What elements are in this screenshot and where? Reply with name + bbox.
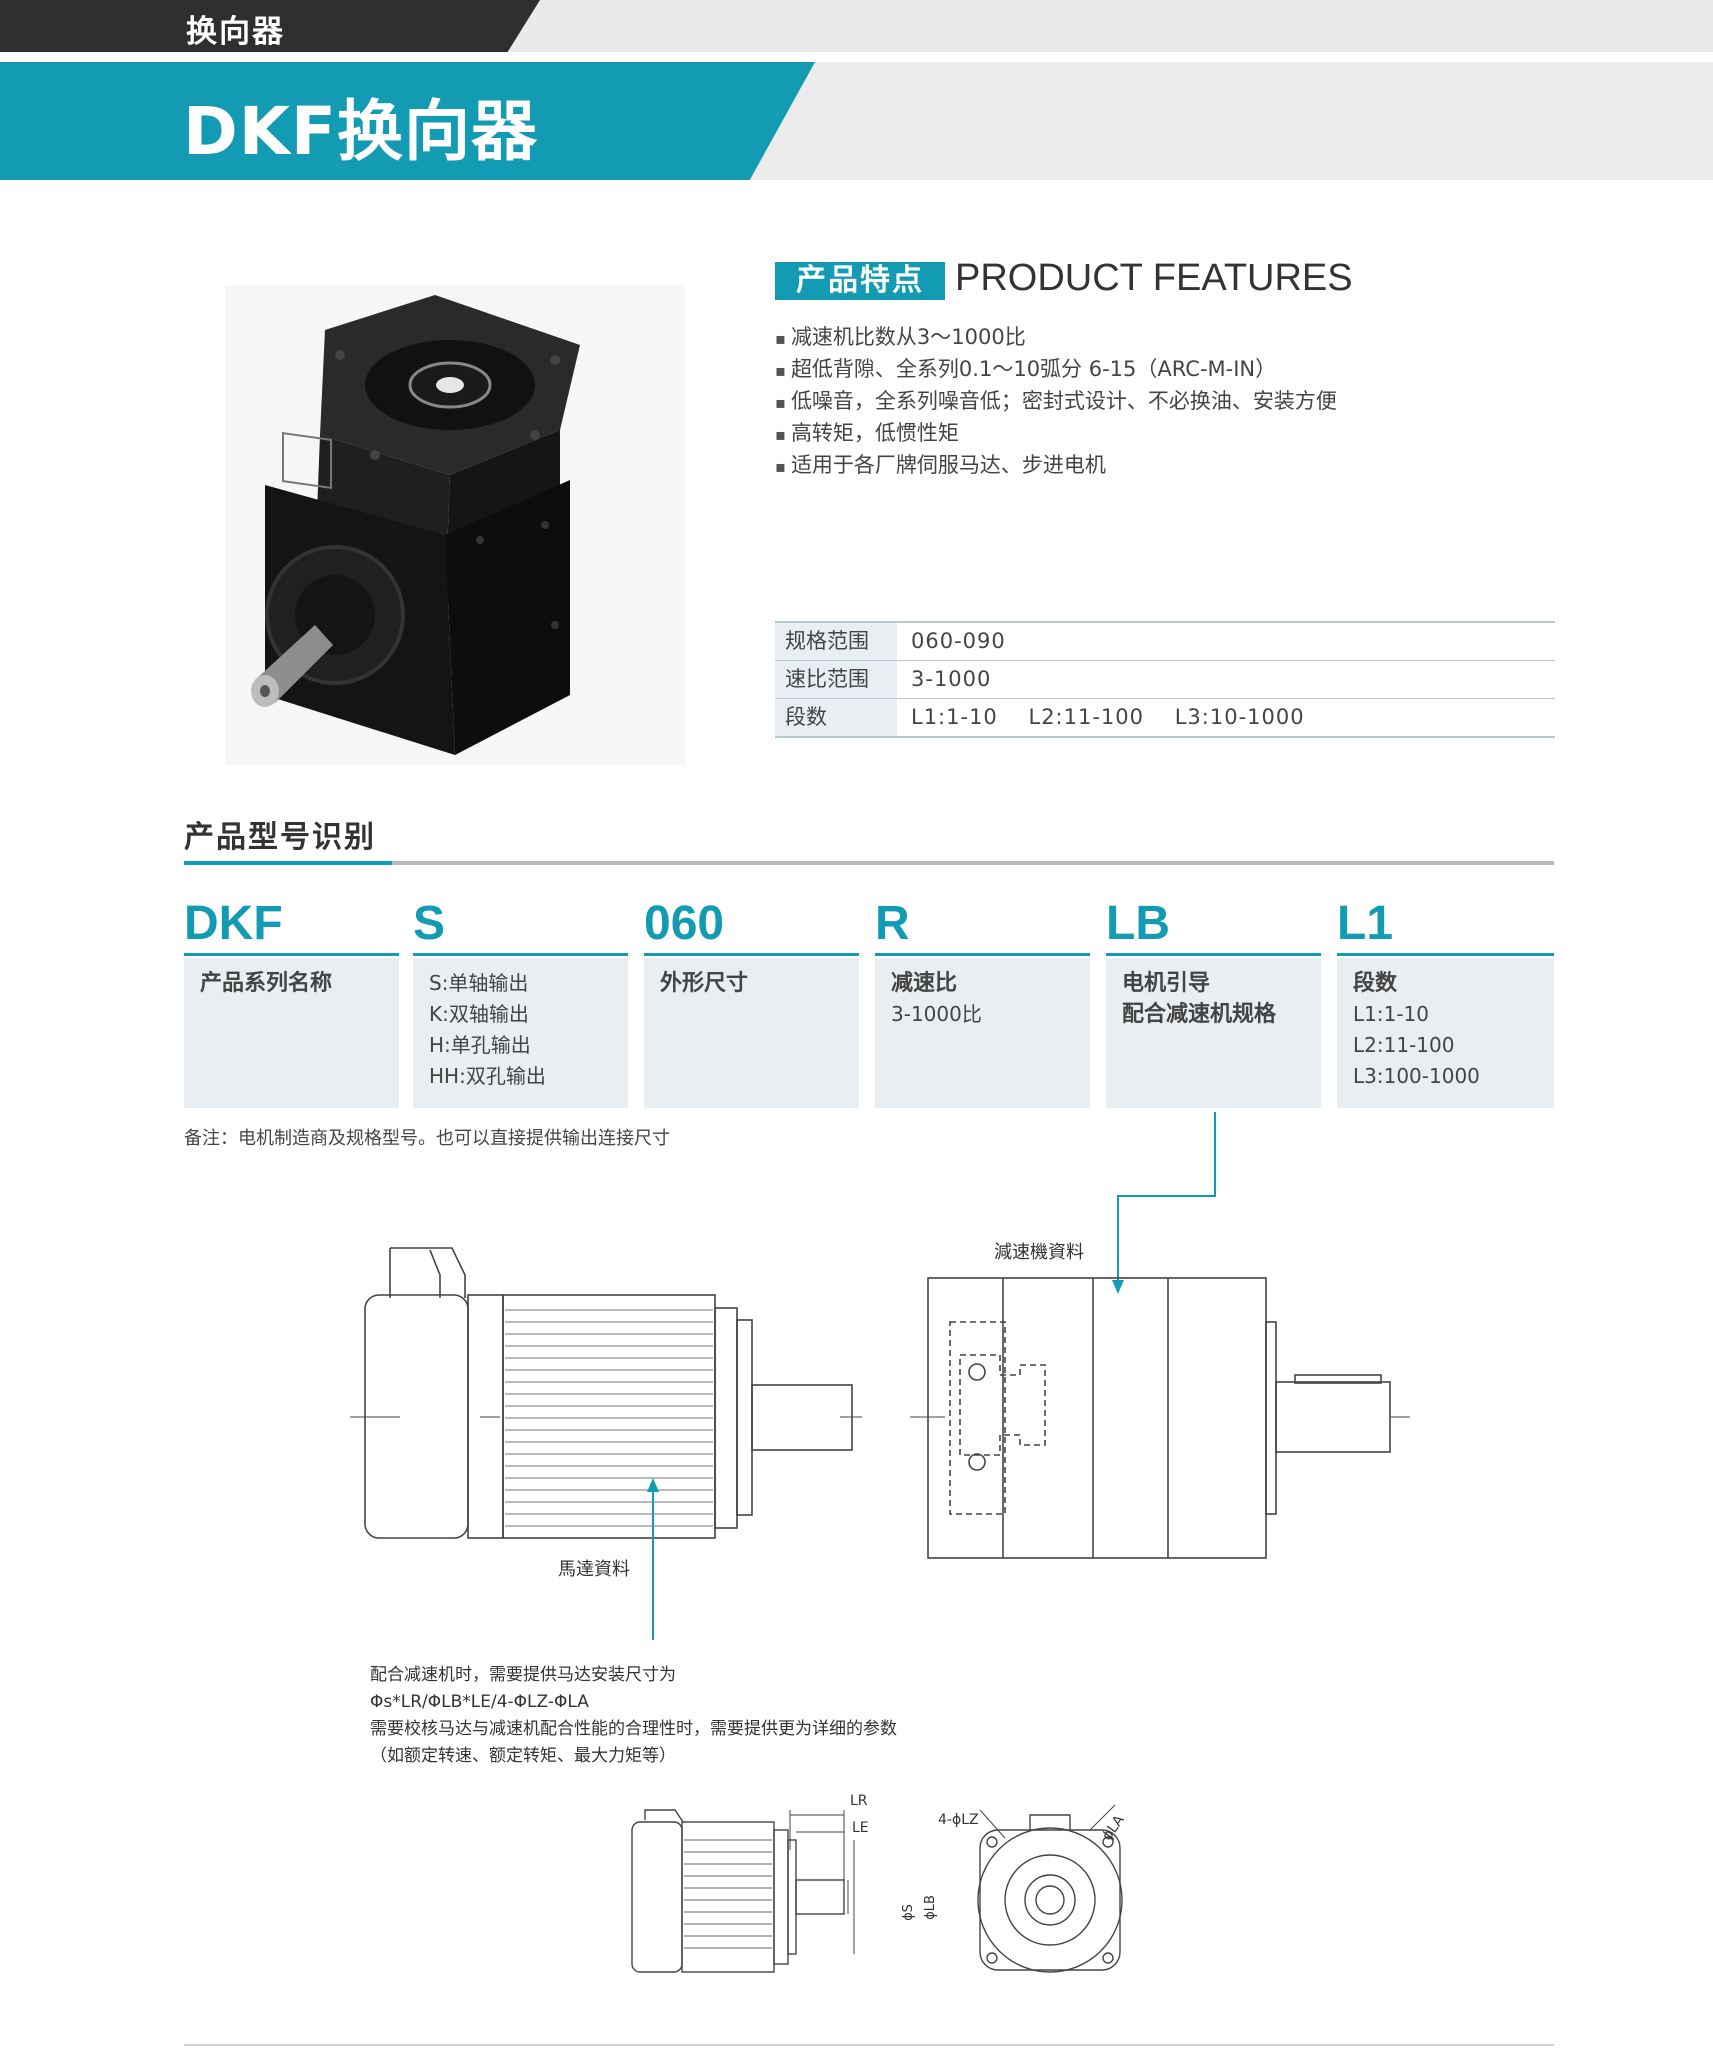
spec-value: 060-090 — [911, 629, 1006, 653]
model-code: DKF — [184, 895, 399, 956]
model-label: 减速比 — [891, 971, 958, 996]
model-box: 产品系列名称 — [184, 958, 399, 1108]
model-option: L3:100-1000 — [1353, 1064, 1480, 1088]
header-category-label: 换向器 — [186, 14, 285, 50]
model-option: L2:11-100 — [1353, 1033, 1455, 1057]
model-divider-accent — [184, 861, 392, 865]
model-option: K:双轴输出 — [429, 1002, 529, 1026]
dim-lr-label: LR — [850, 1793, 868, 1809]
footer-divider — [184, 2044, 1554, 2046]
model-remark: 备注：电机制造商及规格型号。也可以直接提供输出连接尺寸 — [184, 1128, 670, 1149]
model-option: HH:双孔输出 — [429, 1064, 546, 1088]
features-heading-en: PRODUCT FEATURES — [955, 257, 1353, 299]
model-box: 减速比 3-1000比 — [875, 958, 1090, 1108]
feature-item: 减速机比数从3～1000比 — [775, 322, 1337, 354]
feature-item: 低噪音，全系列噪音低；密封式设计、不必换油、安装方便 — [775, 386, 1337, 418]
note-line: （如额定转速、额定转矩、最大力矩等） — [370, 1746, 676, 1766]
model-option: 3-1000比 — [891, 1002, 982, 1026]
feature-item: 高转矩，低惯性矩 — [775, 418, 1337, 450]
model-code: 060 — [644, 895, 859, 956]
dim-lb-label: ϕLB — [922, 1895, 938, 1920]
model-box: S:单轴输出 K:双轴输出 H:单孔输出 HH:双孔输出 — [413, 958, 628, 1108]
model-label: 段数 — [1353, 971, 1398, 996]
features-badge: 产品特点 — [775, 262, 945, 300]
model-label: 外形尺寸 — [660, 971, 749, 996]
spec-row: 段数 L1:1-10 L2:11-100 L3:10-1000 — [775, 699, 1555, 738]
spec-table: 规格范围 060-090 速比范围 3-1000 段数 L1:1-10 L2:1… — [775, 621, 1555, 738]
model-column-060: 060 外形尺寸 — [644, 895, 859, 1108]
feature-item: 超低背隙、全系列0.1～10弧分 6-15（ARC-M-IN） — [775, 354, 1337, 386]
page-title: DKF换向器 — [183, 93, 539, 170]
dim-le-label: LE — [852, 1820, 869, 1836]
model-section-title: 产品型号识别 — [184, 820, 376, 855]
model-option: L1:1-10 — [1353, 1002, 1429, 1026]
dimension-drawing — [631, 1804, 1123, 1973]
model-column-r: R 减速比 3-1000比 — [875, 895, 1090, 1108]
model-column-lb: LB 电机引导 配合减速机规格 — [1106, 895, 1321, 1108]
model-label: 电机引导 — [1122, 971, 1211, 996]
model-divider — [184, 861, 1554, 865]
model-code: R — [875, 895, 1090, 956]
model-column-dkf: DKF 产品系列名称 — [184, 895, 399, 1108]
spec-key: 规格范围 — [775, 623, 897, 660]
note-line: Φs*LR/ΦLB*LE/4-ΦLZ-ΦLA — [370, 1692, 589, 1712]
spec-value: 3-1000 — [911, 667, 992, 691]
gearbox-image — [251, 295, 580, 755]
model-label-line2: 配合减速机规格 — [1122, 1002, 1277, 1027]
note-line: 配合减速机时，需要提供马达安装尺寸为 — [370, 1665, 676, 1685]
model-label: 产品系列名称 — [200, 971, 333, 996]
spec-value: L1:1-10 L2:11-100 L3:10-1000 — [911, 705, 1305, 729]
title-band — [0, 62, 815, 180]
header-category-tab — [0, 0, 540, 52]
model-box: 段数 L1:1-10 L2:11-100 L3:100-1000 — [1337, 958, 1554, 1108]
spec-key: 段数 — [775, 699, 897, 736]
model-box: 外形尺寸 — [644, 958, 859, 1108]
model-code: LB — [1106, 895, 1321, 956]
model-code: S — [413, 895, 628, 956]
product-photo — [225, 285, 685, 765]
motor-notes: 配合减速机时，需要提供马达安装尺寸为 Φs*LR/ΦLB*LE/4-ΦLZ-ΦL… — [370, 1662, 897, 1770]
spec-key: 速比范围 — [775, 661, 897, 698]
feature-item: 适用于各厂牌伺服马达、步进电机 — [775, 450, 1337, 482]
model-code: L1 — [1337, 895, 1554, 956]
model-box: 电机引导 配合减速机规格 — [1106, 958, 1321, 1108]
reducer-data-label: 減速機資料 — [994, 1242, 1084, 1263]
model-column-s: S S:单轴输出 K:双轴输出 H:单孔输出 HH:双孔输出 — [413, 895, 628, 1108]
spec-row: 速比范围 3-1000 — [775, 661, 1555, 699]
dim-lz-label: 4-ϕLZ — [938, 1812, 979, 1828]
model-option: H:单孔输出 — [429, 1033, 531, 1057]
spec-row: 规格范围 060-090 — [775, 623, 1555, 661]
model-column-l1: L1 段数 L1:1-10 L2:11-100 L3:100-1000 — [1337, 895, 1554, 1108]
brand-logo — [282, 432, 332, 490]
motor-data-label: 馬達資料 — [558, 1559, 630, 1580]
assembly-drawing — [350, 1112, 1410, 1640]
dim-s-label: ϕS — [900, 1904, 916, 1921]
features-list: 减速机比数从3～1000比 超低背隙、全系列0.1～10弧分 6-15（ARC-… — [775, 322, 1337, 482]
note-line: 需要校核马达与减速机配合性能的合理性时，需要提供更为详细的参数 — [370, 1719, 897, 1739]
model-option: S:单轴输出 — [429, 971, 529, 995]
